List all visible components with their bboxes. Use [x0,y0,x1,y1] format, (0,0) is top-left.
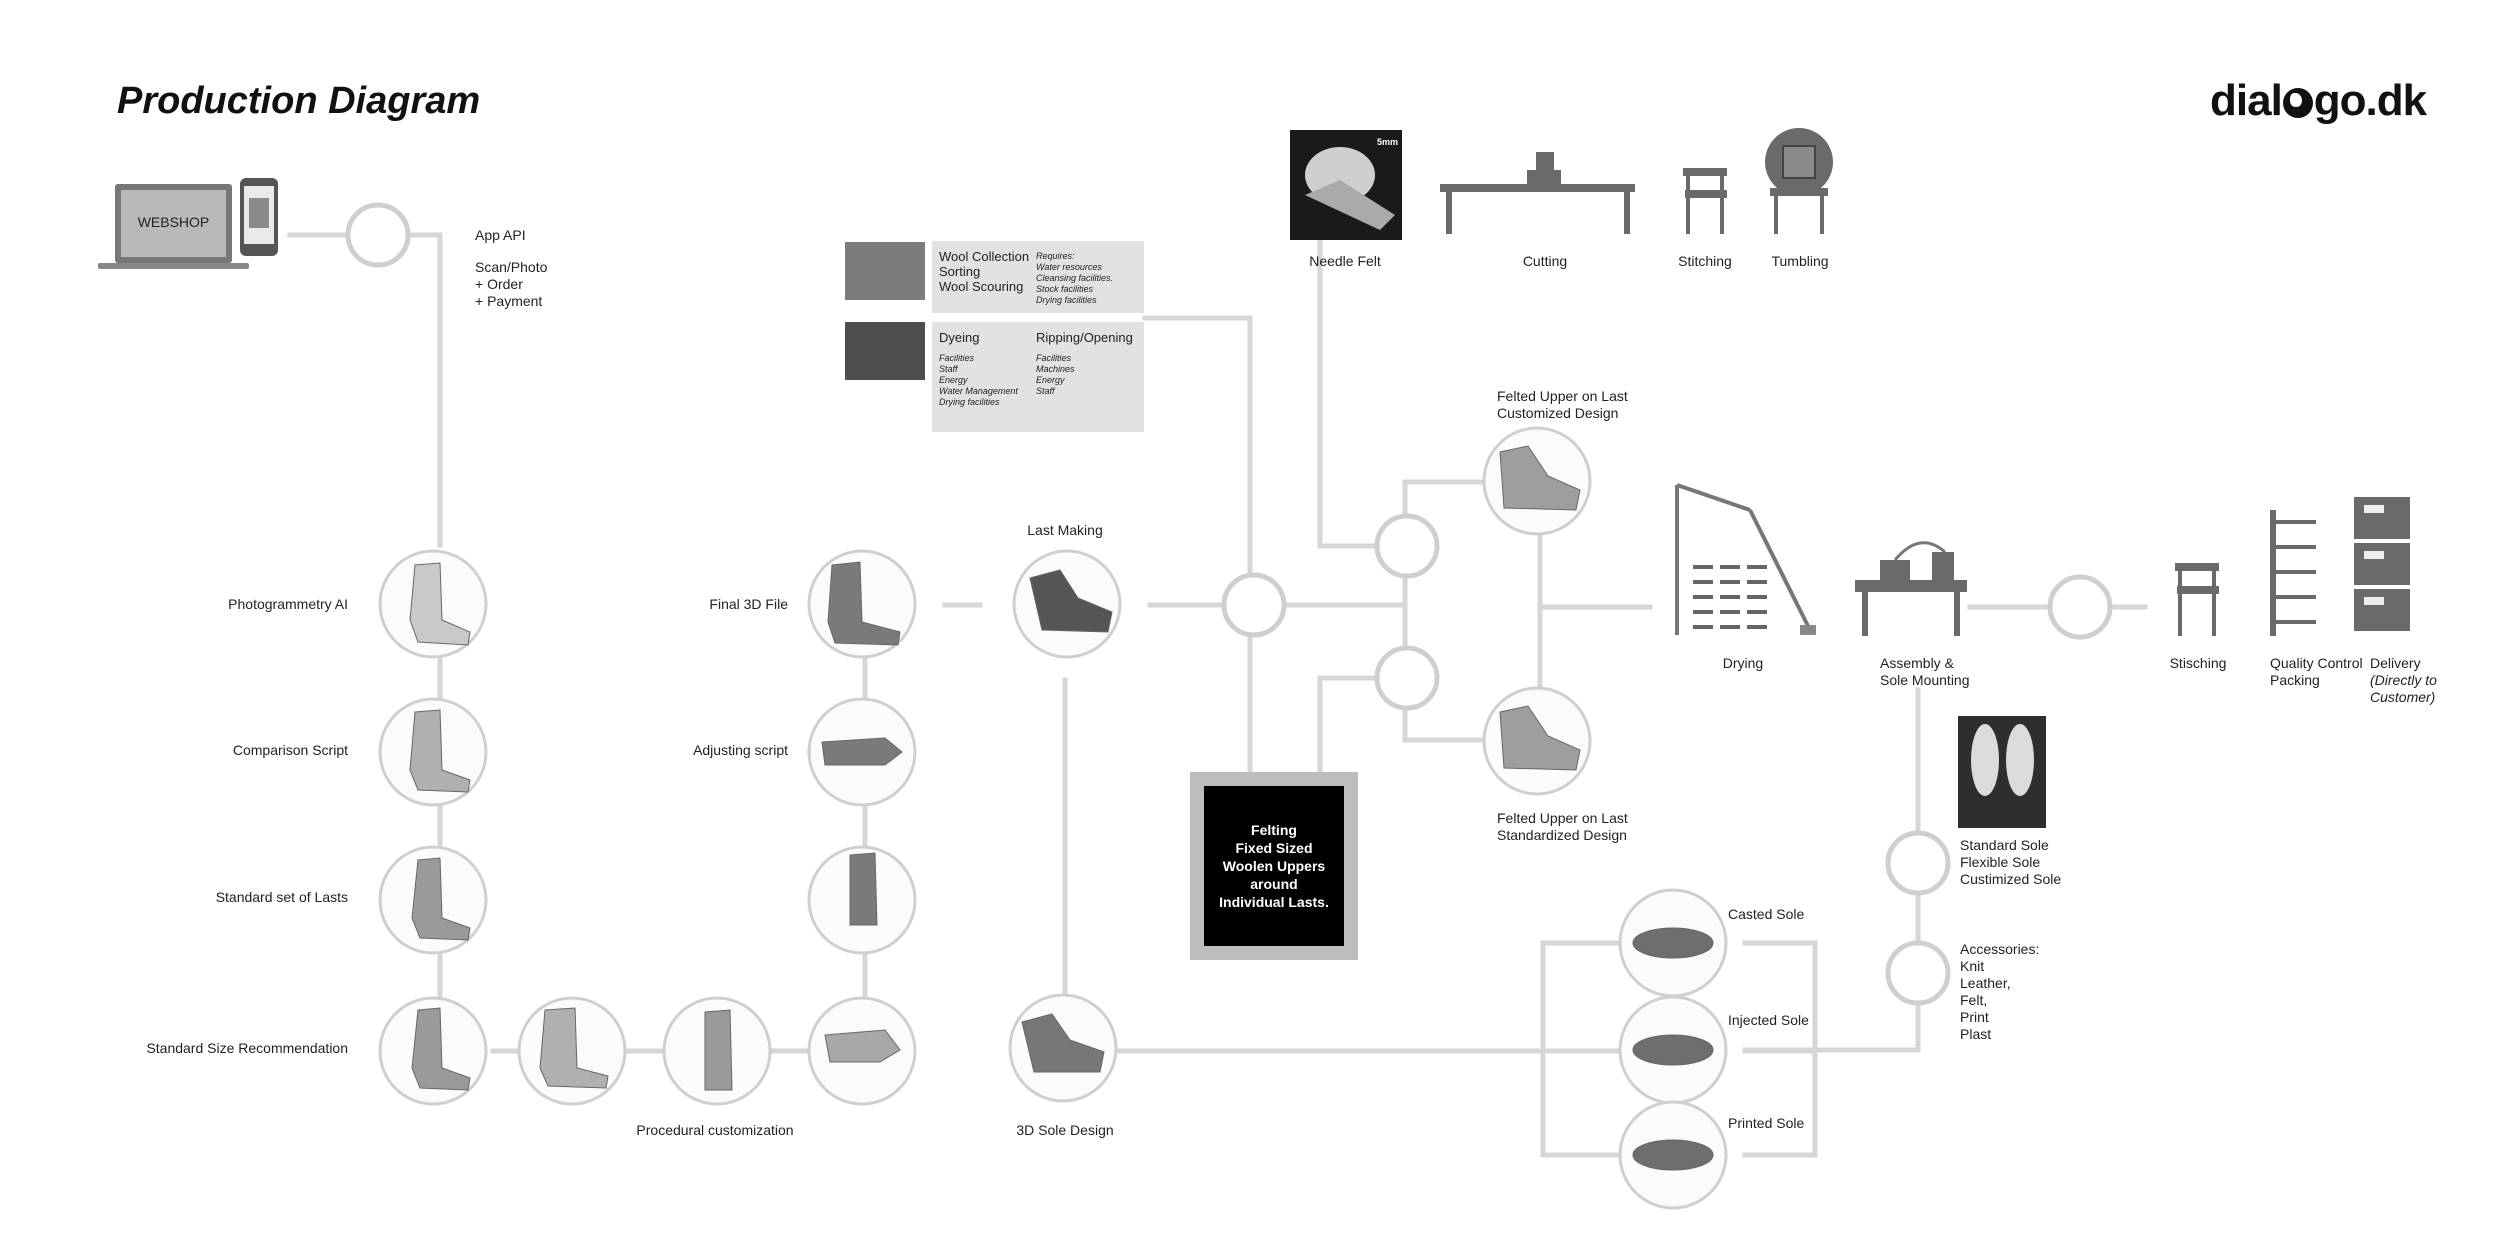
felted-std-line1: Felted Upper on Last [1497,810,1628,826]
phone-icon [240,178,278,256]
accessories-item: Print [1960,1009,1989,1025]
delivery-line3: Customer) [2370,689,2436,705]
photogrammetry-label: Photogrammetry AI [228,596,348,612]
accessories-item: Knit [1960,958,1985,974]
felted-std-line2: Standardized Design [1497,827,1627,843]
assembly-line2: Sole Mounting [1880,672,1970,688]
wool-collection-box: Wool Collection Sorting Wool Scouring Re… [932,241,1144,313]
stisching-chair-icon [2175,563,2219,636]
api-hub-circle [345,202,411,268]
drying-label: Drying [1722,655,1764,671]
app-api-line1: Scan/Photo [475,259,548,275]
accessories-item: Felt, [1960,992,1988,1008]
injected-sole-label: Injected Sole [1728,1012,1809,1028]
laptop-icon [98,184,249,269]
sole-type-hub-circle [1885,830,1951,896]
app-api-title: App API [475,227,526,243]
app-api-line2: + Order [475,276,523,292]
casted-sole-label: Casted Sole [1728,906,1805,922]
printed-sole-label: Printed Sole [1728,1115,1805,1131]
quality-line2: Packing [2270,672,2320,688]
accessories-item: Leather, [1960,975,2011,991]
shelf-icon [2270,510,2316,636]
felted-custom-line1: Felted Upper on Last [1497,388,1628,404]
stisching-label: Stisching [2169,655,2227,671]
webshop-label: WEBSHOP [137,214,210,230]
page-title: Production Diagram [117,80,481,122]
assembly-line1: Assembly & [1880,655,1954,671]
felting-hub-circle [1221,572,1287,638]
tumbling-label: Tumbling [1771,253,1829,269]
stitching-chair-icon [1683,168,1727,234]
packing-hub-circle [2047,574,2113,640]
shoes-photo [1958,716,2046,828]
needle-felt-badge: 5mm [1377,137,1399,147]
size-recommendation-label: Standard Size Recommendation [146,1040,348,1056]
wool-photo [845,322,925,380]
drying-rack-icon [1675,483,1816,635]
needle-felt-photo [1290,130,1402,240]
sheep-photo [845,242,925,300]
needle-felt-label: Needle Felt [1309,253,1381,269]
dyeing-box: Dyeing Facilities Staff Energy Water Man… [932,322,1144,432]
accessories-item: Plast [1960,1026,1992,1042]
tumbling-drum-icon [1765,128,1833,234]
sole-type-line1: Standard Sole [1960,837,2049,853]
sole-type-line3: Custimized Sole [1960,871,2062,887]
sole-type-line2: Flexible Sole [1960,854,2041,870]
assembly-machine-icon [1855,541,1967,636]
delivery-boxes-icon [2354,497,2410,631]
accessories-title: Accessories: [1960,941,2040,957]
upper-hub-circle [1374,513,1440,579]
stitching-top-label: Stitching [1678,253,1732,269]
quality-line1: Quality Control [2270,655,2363,671]
cutting-label: Cutting [1522,253,1568,269]
globe-icon [2282,88,2313,118]
accessories-hub-circle [1885,940,1951,1006]
delivery-line1: Delivery [2370,655,2421,671]
app-api-line3: + Payment [475,293,543,309]
delivery-line2: (Directly to [2370,672,2437,688]
procedural-label: Procedural customization [636,1122,794,1138]
last-making-label: Last Making [1027,522,1103,538]
adjusting-label: Adjusting script [693,742,788,758]
sole-design-label: 3D Sole Design [1016,1122,1114,1138]
standard-lasts-label: Standard set of Lasts [215,889,348,905]
comparison-label: Comparison Script [232,742,348,758]
lower-hub-circle [1374,645,1440,711]
felted-custom-line2: Customized Design [1497,405,1619,421]
felting-box: Felting Fixed Sized Woolen Uppers around… [1190,772,1358,960]
cutting-table-icon [1440,152,1635,234]
final-3d-label: Final 3D File [709,596,788,612]
